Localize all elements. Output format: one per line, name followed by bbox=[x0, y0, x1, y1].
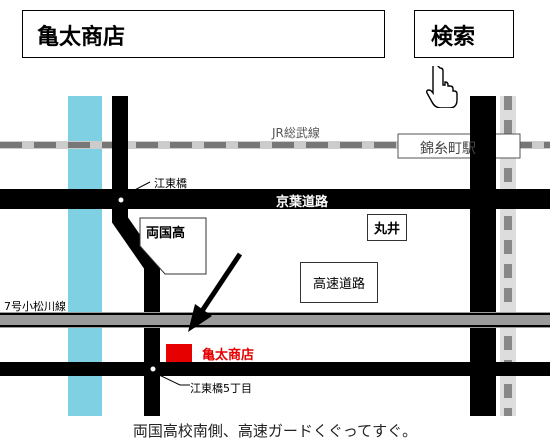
station-label: 錦糸町駅 bbox=[420, 141, 476, 157]
bridge-south-dot bbox=[149, 365, 157, 373]
pointer-hand-icon bbox=[426, 66, 458, 108]
access-map bbox=[0, 96, 550, 416]
shop-label: 亀太商店 bbox=[202, 348, 255, 363]
keiyo-road bbox=[0, 189, 550, 209]
search-button[interactable]: 検索 bbox=[414, 10, 514, 58]
bridge-north-label: 江東橋 bbox=[154, 177, 187, 190]
station-box bbox=[397, 133, 521, 159]
left-vertical-road bbox=[112, 96, 160, 416]
expressway-label: 高速道路 bbox=[300, 262, 379, 303]
shop-arrow bbox=[188, 252, 243, 332]
bridge-north-dot bbox=[117, 196, 125, 204]
school-building bbox=[139, 217, 207, 275]
route-label: 7号小松川線 bbox=[4, 300, 66, 313]
lower-road bbox=[0, 362, 550, 376]
keiyo-road-label: 京葉道路 bbox=[276, 195, 329, 210]
expressway bbox=[0, 312, 550, 328]
directions-caption: 両国高校南側、高速ガードくぐってすぐ。 bbox=[132, 422, 418, 440]
school-label: 両国高 bbox=[146, 226, 186, 241]
bridge-south-label: 江東橋5丁目 bbox=[190, 382, 252, 395]
jr-line-label: JR総武線 bbox=[272, 126, 320, 140]
search-input-value: 亀太商店 bbox=[37, 25, 126, 50]
shop-marker bbox=[166, 344, 192, 362]
search-input[interactable]: 亀太商店 bbox=[22, 10, 385, 58]
marui-label: 丸井 bbox=[367, 214, 408, 241]
search-button-label: 検索 bbox=[431, 25, 476, 50]
